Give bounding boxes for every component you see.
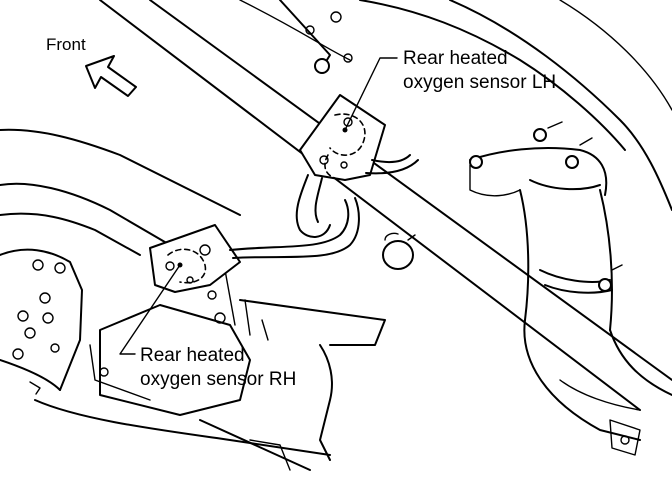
sensor-rh-label: Rear heated oxygen sensor RH: [140, 344, 296, 392]
sensor-rh-label-line-2: oxygen sensor RH: [140, 369, 297, 390]
lower-frame-rail: [0, 128, 386, 471]
front-label: Front: [46, 35, 86, 54]
oxygen-sensor-rh: [149, 197, 360, 293]
sensor-lh-label: Rear heated oxygen sensor LH: [403, 47, 556, 95]
harness-grommet: [382, 232, 416, 270]
exhaust-pipe: [469, 121, 672, 456]
leader-lines: [119, 57, 398, 355]
oxygen-sensor-lh: [295, 94, 419, 238]
front-direction-arrow-icon: [85, 55, 137, 97]
sensor-rh-label-line-1: Rear heated: [140, 345, 245, 366]
upper-floor-panel: [99, 0, 672, 411]
bolt: [314, 58, 330, 74]
sensor-lh-label-line-2: oxygen sensor LH: [403, 72, 557, 93]
sensor-lh-label-line-1: Rear heated: [403, 48, 508, 69]
